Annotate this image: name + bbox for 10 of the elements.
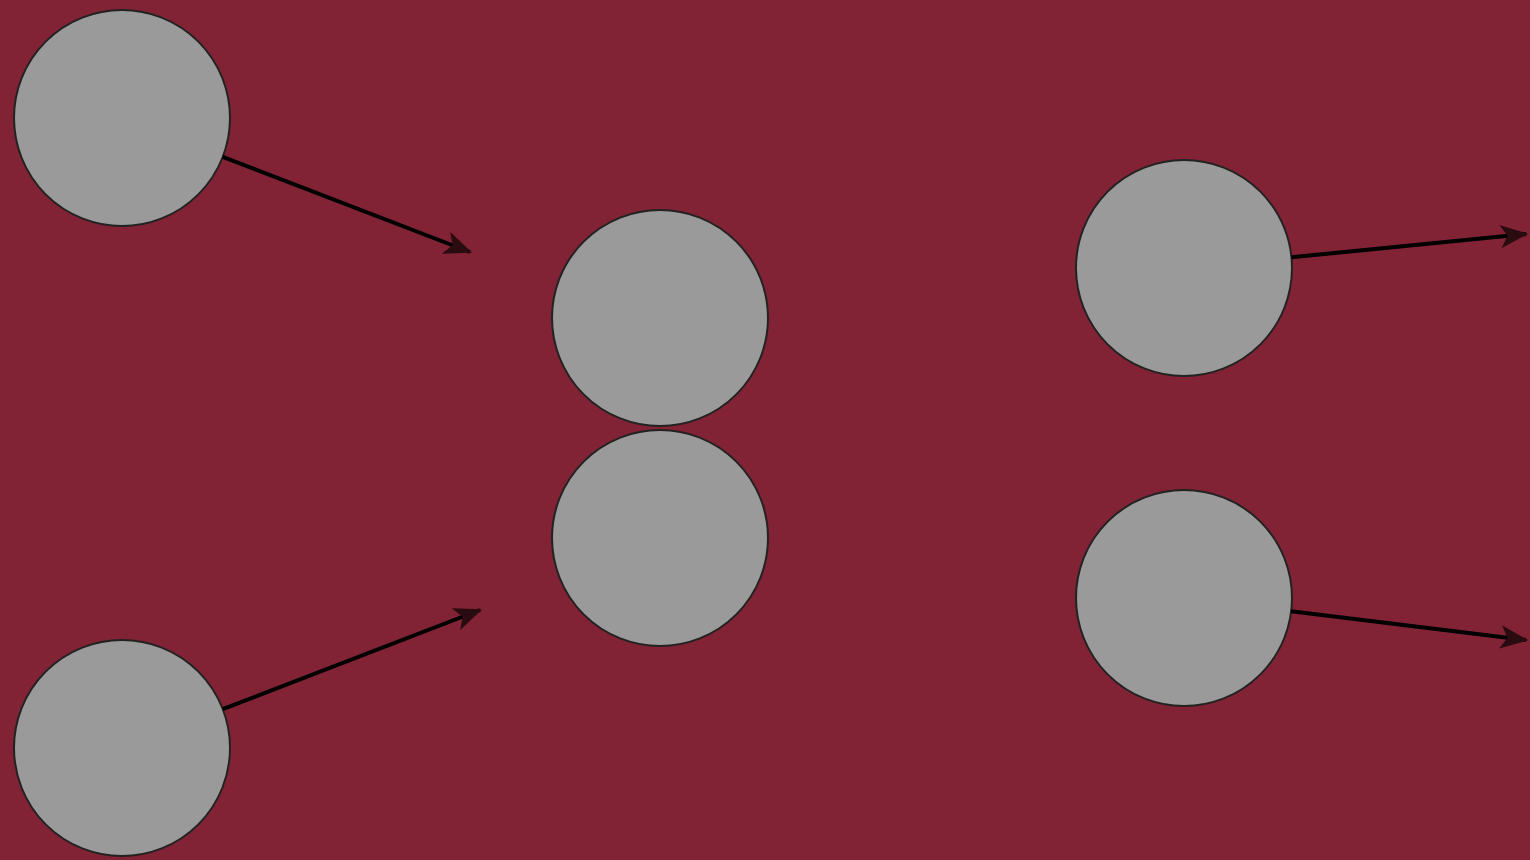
circle bbox=[12, 638, 232, 858]
arrow bbox=[222, 154, 473, 254]
arrow bbox=[1290, 609, 1529, 649]
circle bbox=[1074, 158, 1294, 378]
arrow bbox=[1291, 224, 1529, 260]
circle bbox=[12, 8, 232, 228]
circle bbox=[550, 208, 770, 428]
circle bbox=[1074, 488, 1294, 708]
arrow bbox=[222, 608, 483, 711]
circle bbox=[550, 428, 770, 648]
